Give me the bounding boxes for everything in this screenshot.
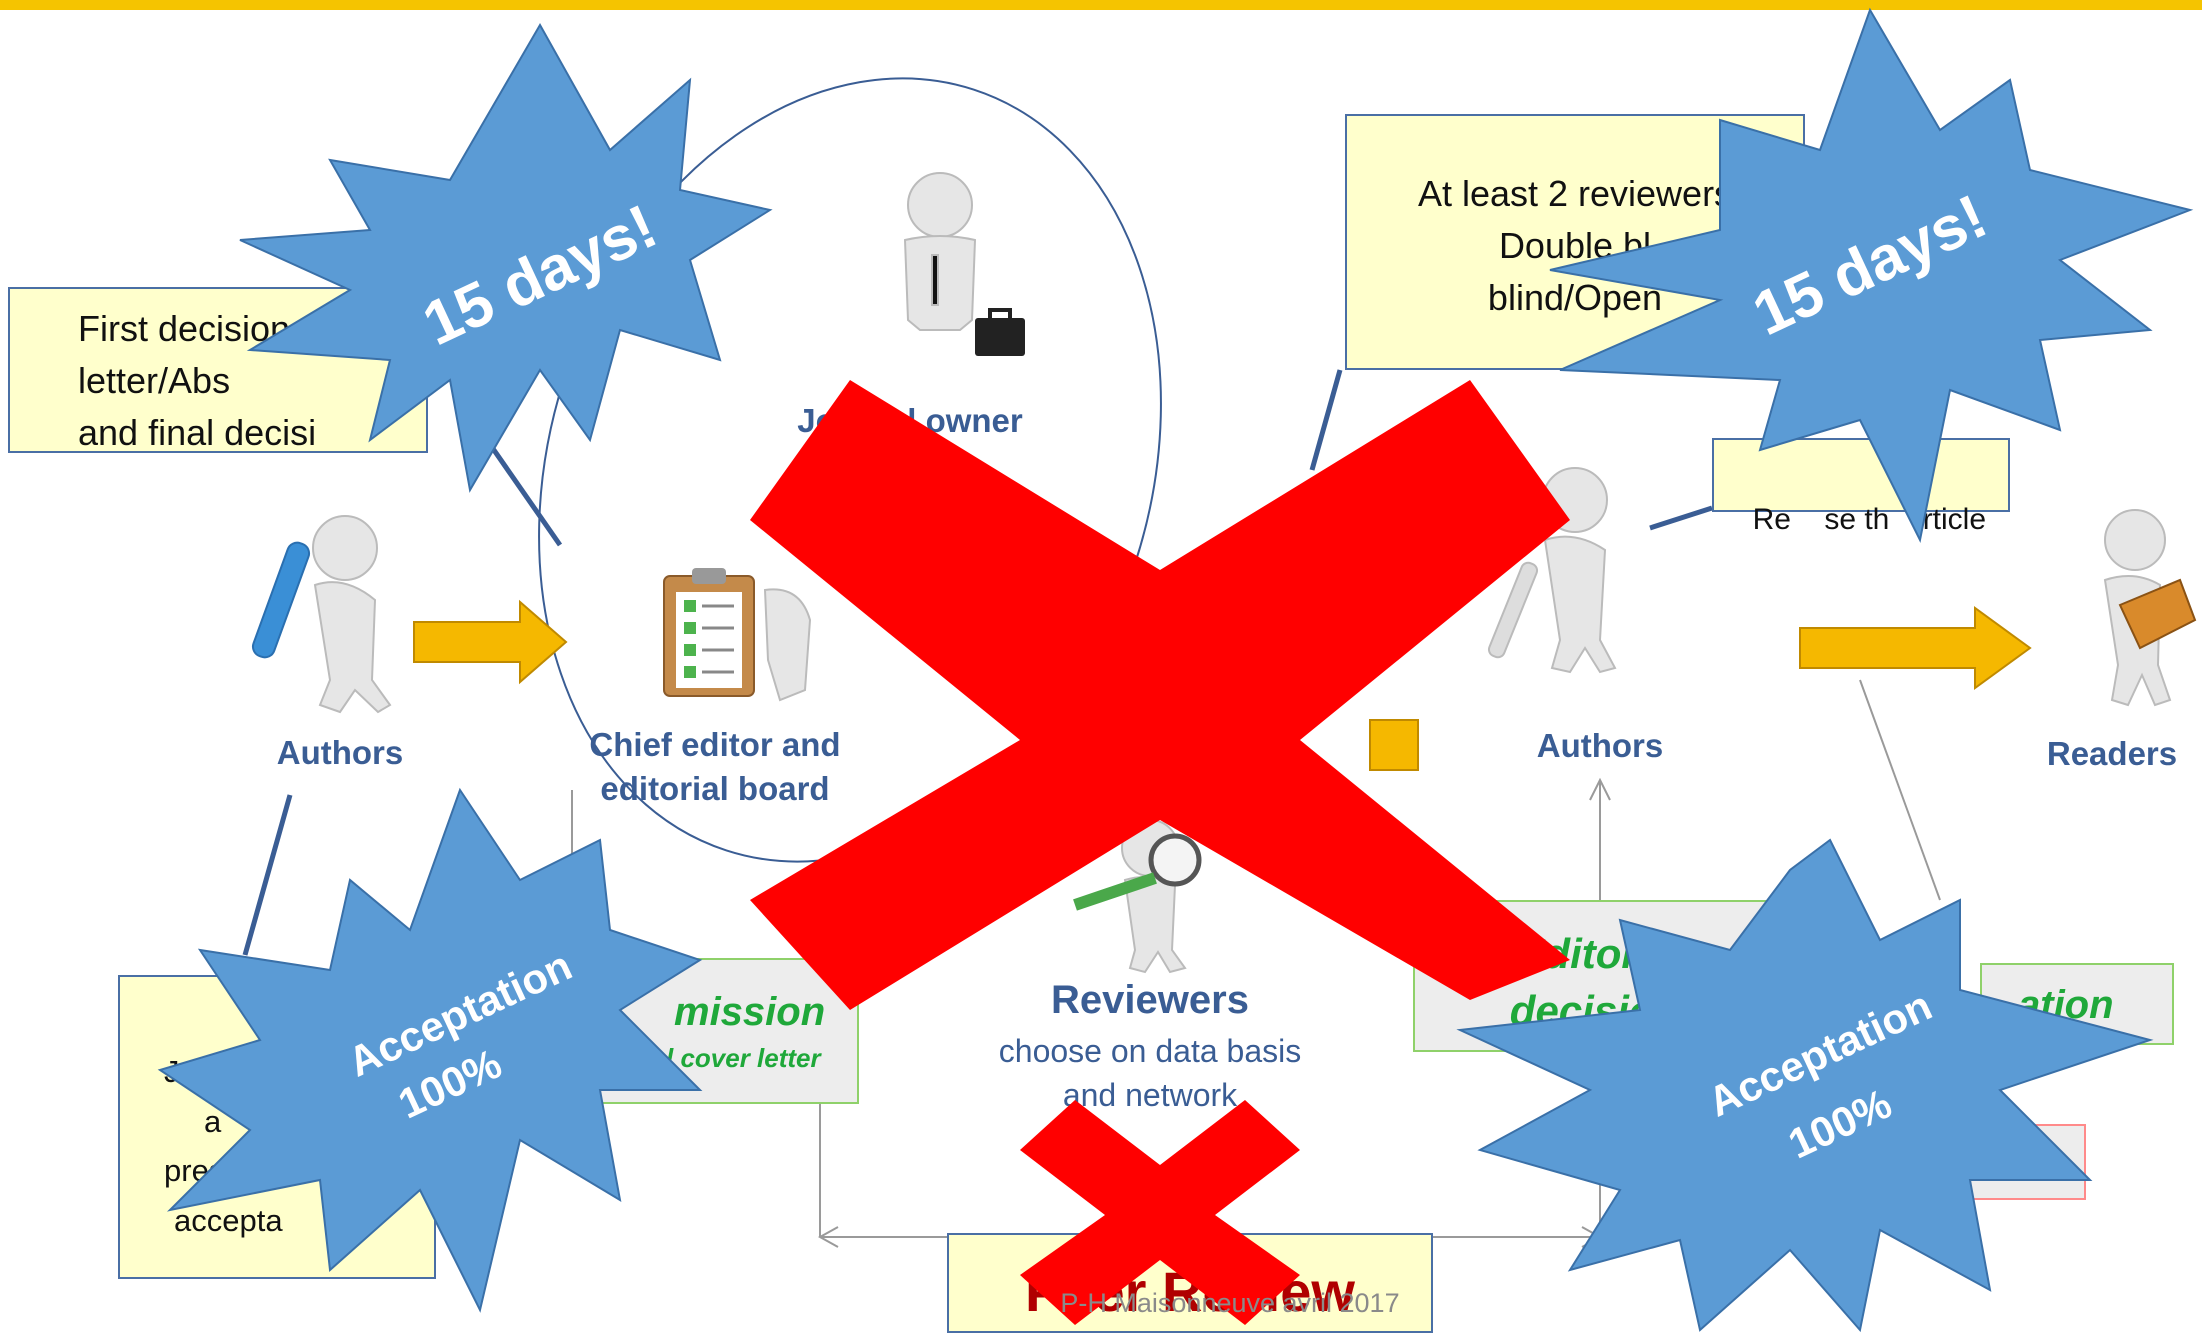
reviewers-requirement-line-1: At least 2 reviewers bbox=[1417, 173, 1733, 214]
readers-label: Readers bbox=[2046, 735, 2178, 772]
first-decision-line-2: letter/Abs bbox=[78, 360, 231, 402]
magnifier-icon bbox=[1073, 833, 1202, 911]
arrow-right-icon bbox=[413, 599, 2032, 771]
submission-title: mission bbox=[674, 990, 826, 1034]
author-figure-icon bbox=[251, 515, 392, 714]
revise-article-text: Re se th rticle bbox=[1752, 502, 1987, 536]
clipboard-icon bbox=[663, 568, 755, 697]
chief-editor-label-1: Chief editor and bbox=[589, 726, 841, 763]
right-acceptation-star bbox=[1456, 838, 2154, 1333]
reviewers-sub-label-2: and network bbox=[1062, 1077, 1238, 1113]
big-red-cross-icon bbox=[750, 380, 1570, 1010]
authors-right-label: Authors bbox=[1536, 727, 1664, 764]
reviewers-sub-label-1: choose on data basis bbox=[998, 1033, 1302, 1069]
reviewers-label: Reviewers bbox=[1051, 978, 1249, 1022]
left-acceptation-star bbox=[157, 787, 703, 1313]
authors-left-label: Authors bbox=[276, 734, 404, 771]
small-red-cross-icon bbox=[1020, 1100, 1300, 1325]
chief-editor-label-2: editorial board bbox=[600, 770, 830, 807]
chief-editor-figure-icon bbox=[763, 588, 812, 702]
revise-article-box: Re se th rticle bbox=[1712, 438, 2010, 536]
footer-credit: P-H Maisonneuve avril 2017 bbox=[1060, 1288, 1400, 1318]
submission-sub: l cover letter bbox=[666, 1043, 821, 1073]
journal-owner-figure-icon bbox=[903, 172, 977, 331]
left-15-days-star bbox=[239, 22, 773, 493]
journal-prestige-line-2: a bbox=[204, 1103, 222, 1139]
top-accent-bar bbox=[0, 0, 2202, 10]
book-icon bbox=[2118, 578, 2197, 650]
briefcase-icon bbox=[975, 308, 1025, 356]
first-decision-line-3: and final decisi bbox=[78, 412, 317, 454]
first-decision-box: First decision C letter/Abs and final de… bbox=[8, 287, 428, 453]
right-15-days-star bbox=[1549, 7, 2194, 544]
journal-prestige-line-4: accepta bbox=[174, 1202, 283, 1238]
